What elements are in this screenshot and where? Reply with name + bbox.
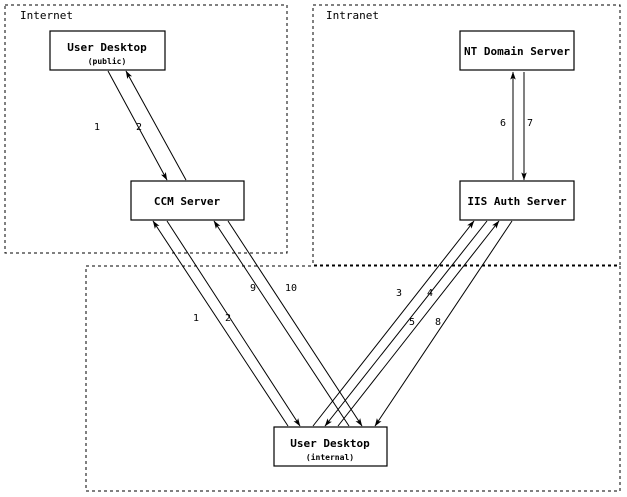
flow-line-flow-8 — [374, 220, 513, 427]
flow-line-flow-10 — [227, 220, 363, 427]
flow-step-label-flow-1-internal: 1 — [193, 313, 199, 324]
flow-step-label-flow-1-public: 1 — [94, 122, 100, 133]
flow-step-label-flow-6: 6 — [500, 118, 506, 129]
node-box-ccm-server[interactable] — [130, 180, 245, 221]
nodes-layer: User Desktop (public) CCM Server NT Domain … — [49, 30, 575, 467]
zones-layer: Internet Intranet — [4, 4, 621, 492]
flow-labels-layer: 1 2 1 2 9 10 3 4 5 8 6 7 — [94, 118, 533, 328]
flow-line-flow-1-public — [107, 70, 168, 181]
flow-step-label-flow-5: 5 — [409, 317, 415, 328]
flow-line-flow-2-public — [125, 70, 187, 181]
flow-line-flow-4 — [324, 220, 488, 427]
flows-layer — [107, 70, 527, 427]
zone-boundary-internal-lan — [85, 265, 621, 492]
node-iis-auth-server[interactable]: IIS Auth Server — [459, 180, 575, 221]
node-box-user-desktop-public[interactable] — [49, 30, 166, 71]
zone-internal-lan — [85, 265, 621, 492]
flow-line-flow-1-internal — [152, 220, 289, 427]
node-title-user-desktop-public: User Desktop — [67, 41, 147, 54]
flow-step-label-flow-2-internal: 2 — [225, 313, 231, 324]
flow-step-label-flow-4: 4 — [427, 288, 433, 299]
zone-boundary-internet — [4, 4, 288, 254]
flow-step-label-flow-2-public: 2 — [136, 122, 142, 133]
flow-line-flow-9 — [213, 220, 350, 427]
zone-label-intranet: Intranet — [326, 9, 379, 22]
flow-step-label-flow-8: 8 — [435, 317, 441, 328]
node-subtitle-user-desktop-internal: (internal) — [306, 452, 354, 462]
flow-line-flow-5 — [337, 220, 500, 427]
flow-step-label-flow-10: 10 — [285, 283, 297, 294]
zone-internet: Internet — [4, 4, 288, 254]
zone-boundary-intranet — [312, 4, 621, 266]
flow-step-label-flow-7: 7 — [527, 118, 533, 129]
node-box-iis-auth-server[interactable] — [459, 180, 575, 221]
node-user-desktop-internal[interactable]: User Desktop (internal) — [273, 426, 388, 467]
flow-line-flow-2-internal — [166, 220, 301, 427]
zone-intranet: Intranet — [312, 4, 621, 266]
node-box-nt-domain-server[interactable] — [459, 30, 575, 71]
zone-label-internet: Internet — [20, 9, 73, 22]
flow-step-label-flow-3: 3 — [396, 288, 402, 299]
flow-step-label-flow-9: 9 — [250, 283, 256, 294]
node-title-ccm-server: CCM Server — [154, 195, 221, 208]
node-user-desktop-public[interactable]: User Desktop (public) — [49, 30, 166, 71]
node-nt-domain-server[interactable]: NT Domain Server — [459, 30, 575, 71]
node-ccm-server[interactable]: CCM Server — [130, 180, 245, 221]
node-title-nt-domain-server: NT Domain Server — [464, 45, 570, 58]
node-title-iis-auth-server: IIS Auth Server — [467, 195, 567, 208]
node-box-user-desktop-internal[interactable] — [273, 426, 388, 467]
node-subtitle-user-desktop-public: (public) — [88, 56, 127, 66]
node-title-user-desktop-internal: User Desktop — [290, 437, 370, 450]
flow-line-flow-3 — [312, 220, 475, 427]
